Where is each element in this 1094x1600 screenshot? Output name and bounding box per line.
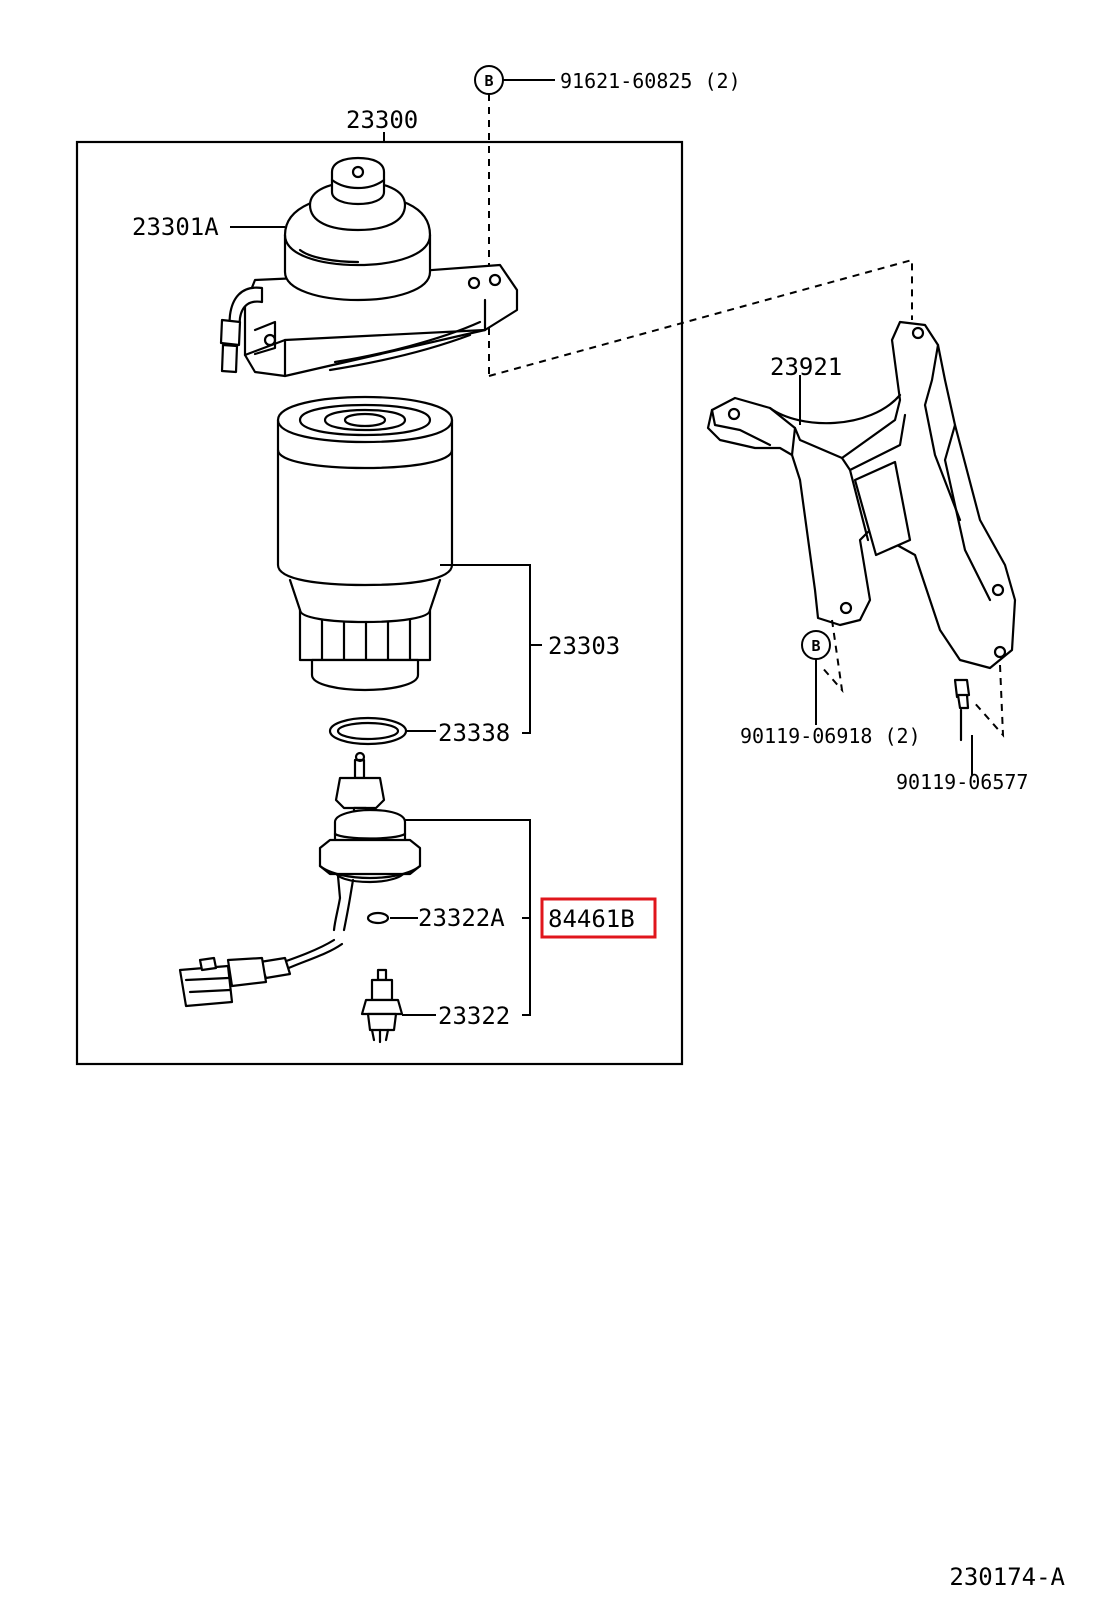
label-oring: 23322A	[418, 904, 505, 932]
bolt-marker-bracket: B	[801, 630, 831, 725]
bolt-marker-bracket-letter: B	[811, 637, 820, 655]
label-gasket: 23338	[438, 719, 510, 747]
assembly-frame	[75, 140, 684, 1066]
label-assembly: 23300	[346, 106, 418, 134]
label-bolt-b-bracket: 90119-06918 (2)	[740, 724, 921, 748]
bolt-marker-top-letter: B	[484, 72, 493, 90]
highlight-box	[540, 897, 657, 939]
o-ring	[366, 911, 418, 925]
label-bracket: 23921	[770, 353, 842, 381]
label-filter: 23303	[548, 632, 620, 660]
fuel-filter-element	[276, 395, 454, 692]
gasket	[328, 716, 436, 746]
label-sensor: 23322	[438, 1002, 510, 1030]
label-bolt-b-top: 91621-60825 (2)	[560, 69, 741, 93]
filter-head	[219, 156, 519, 378]
water-sensor-assembly	[178, 751, 422, 1008]
label-bolt-bracket: 90119-06577	[896, 770, 1028, 794]
bolt-marker-top: B	[474, 65, 555, 95]
mounting-bracket	[706, 320, 1017, 670]
label-cover: 23301A	[132, 213, 219, 241]
bracket-bolt	[953, 678, 973, 775]
water-level-sensor	[360, 968, 436, 1044]
label-diagram-id: 230174-A	[949, 1563, 1065, 1591]
label-sensor-kit: 84461B	[548, 905, 635, 933]
